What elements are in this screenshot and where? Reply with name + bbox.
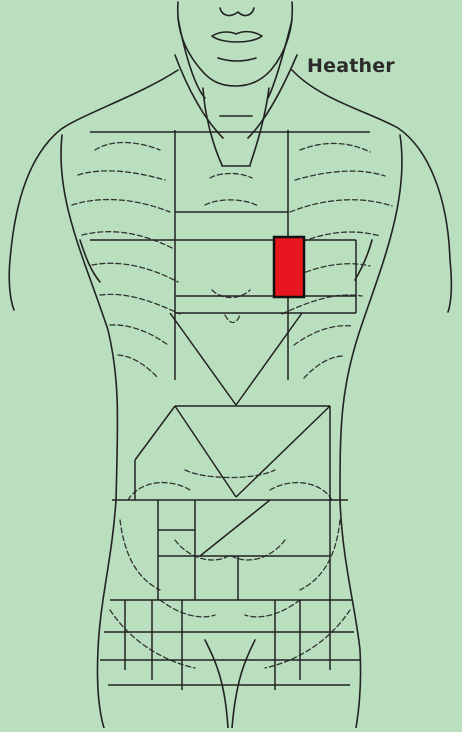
neck-outline bbox=[175, 18, 297, 166]
name-label: Heather bbox=[307, 55, 395, 77]
highlight-marker bbox=[274, 237, 304, 297]
head-outline bbox=[178, 2, 293, 86]
region-grid bbox=[90, 130, 370, 690]
rib-cage bbox=[72, 143, 392, 379]
torso-outline bbox=[9, 70, 451, 728]
